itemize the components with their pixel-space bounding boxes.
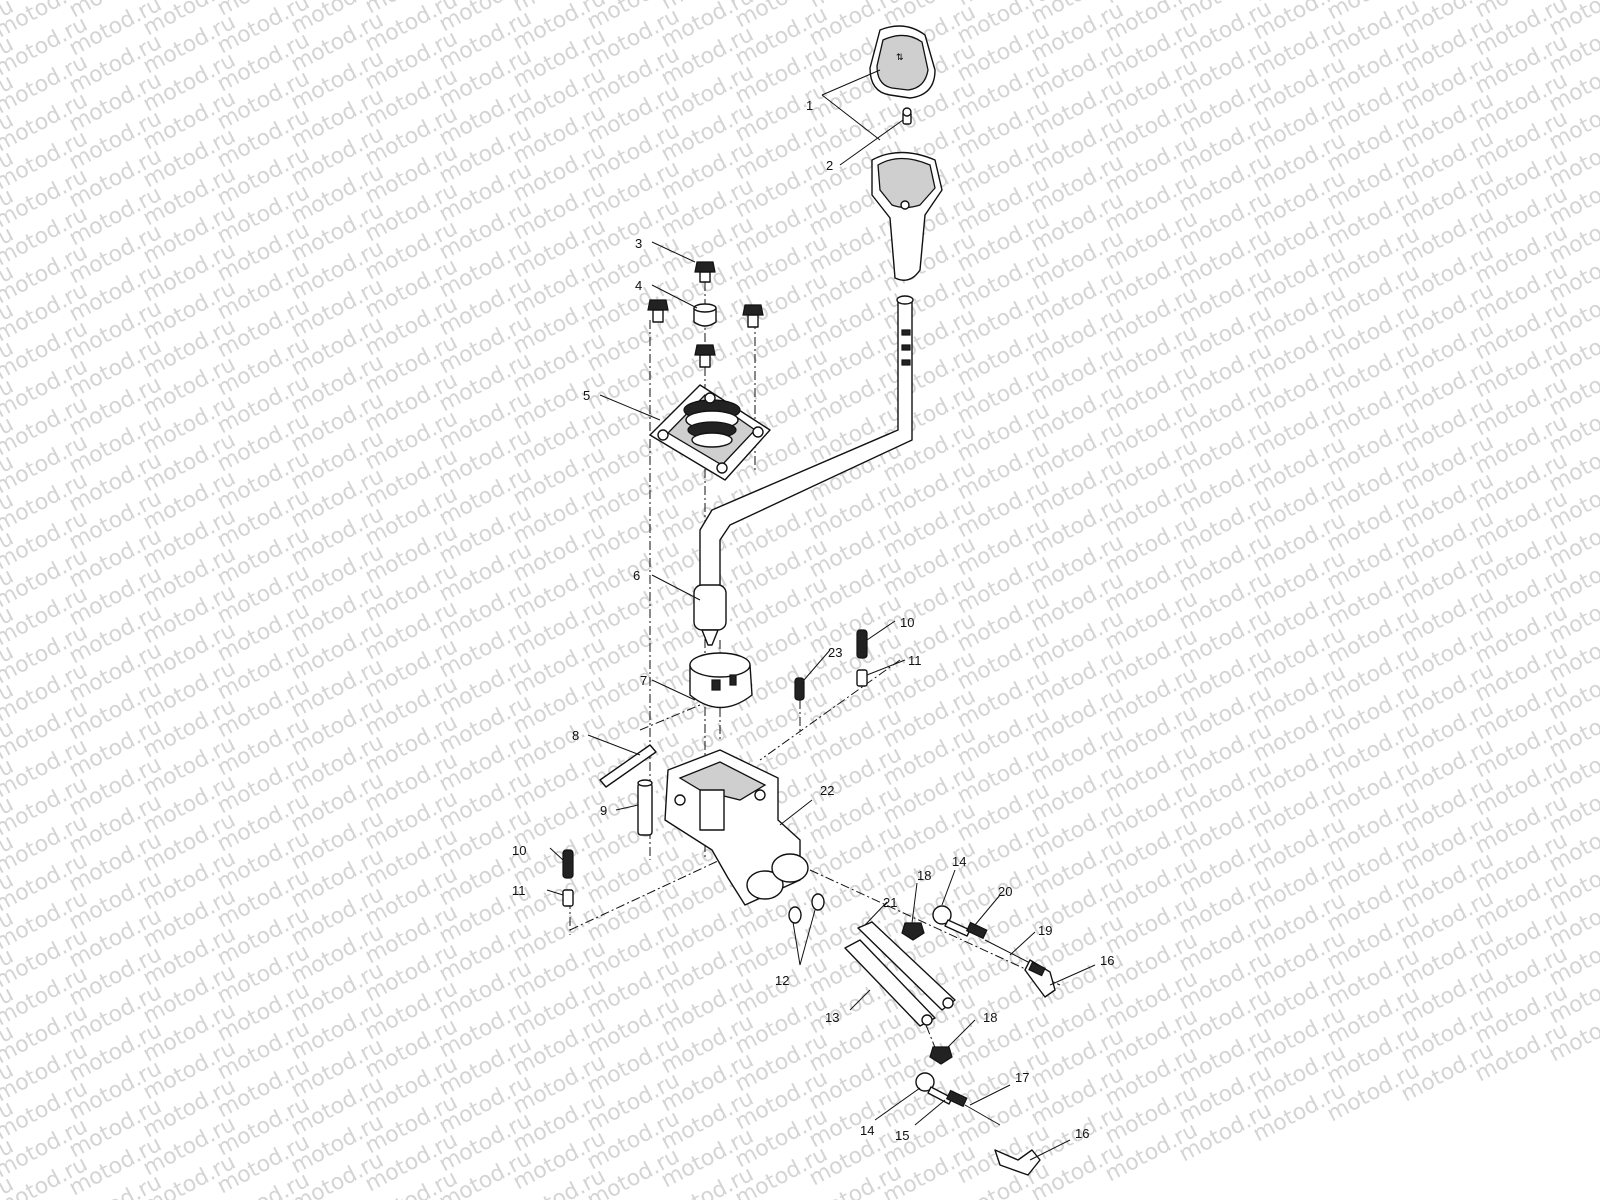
callout-8: 8: [572, 728, 579, 743]
callout-6: 6: [633, 568, 640, 583]
shifter-housing: [664, 749, 809, 906]
callout-1: 1: [806, 98, 813, 113]
nut-18-top: [901, 922, 925, 941]
callout-15: 15: [895, 1128, 909, 1143]
callout-5: 5: [583, 388, 590, 403]
callout-14-bottom: 14: [860, 1123, 874, 1138]
pivot-shaft: [599, 744, 657, 788]
right-bolt: [742, 304, 764, 328]
callout-20: 20: [998, 884, 1012, 899]
callout-3: 3: [635, 236, 642, 251]
callout-19: 19: [1038, 923, 1052, 938]
center-bolt: [694, 344, 716, 368]
callout-12: 12: [775, 973, 789, 988]
knob-screw: [902, 107, 912, 125]
callout-10-top: 10: [900, 615, 914, 630]
spring-bottom: [562, 849, 574, 879]
callout-11-bottom: 11: [512, 883, 526, 898]
top-bolt: [694, 261, 716, 283]
callout-7: 7: [640, 673, 647, 688]
callout-16-top: 16: [1100, 953, 1114, 968]
nut-18-bottom: [929, 1046, 953, 1065]
callout-10-bottom: 10: [512, 843, 526, 858]
callout-9: 9: [600, 803, 607, 818]
callout-14-top: 14: [952, 854, 966, 869]
shift-knob-base: [871, 151, 943, 281]
linkage-arm-13: [844, 939, 936, 1027]
callout-21: 21: [883, 895, 897, 910]
plunger-top: [856, 669, 868, 687]
tie-rod-lower: [915, 1072, 1041, 1176]
svg-text:⇅: ⇅: [896, 53, 904, 63]
plunger-bottom: [562, 889, 574, 907]
dowel-pin: [637, 779, 653, 836]
callout-11-top: 11: [908, 653, 922, 668]
shift-cup: [689, 652, 753, 709]
washers: [788, 893, 825, 924]
callout-2: 2: [826, 158, 833, 173]
callout-4: 4: [635, 278, 642, 293]
shift-lever: [693, 295, 914, 646]
left-bolt: [647, 299, 669, 323]
callout-23: 23: [828, 645, 842, 660]
callout-17: 17: [1015, 1070, 1029, 1085]
spring-top: [856, 629, 868, 659]
tie-rod-upper: [932, 905, 1056, 998]
small-spring-23: [794, 677, 805, 701]
bushing: [693, 303, 717, 327]
callout-22: 22: [820, 783, 834, 798]
callout-13: 13: [825, 1010, 839, 1025]
callouts: 1 2 3 4 5 6 7 8 9 10 11 23 22 10 11 12 2…: [512, 98, 1114, 1143]
callout-16-bottom: 16: [1075, 1126, 1089, 1141]
shift-knob-top: ⇅: [869, 25, 936, 99]
callout-18-top: 18: [917, 868, 931, 883]
leader-lines: [546, 69, 1096, 1161]
linkage-arm-21: [857, 921, 956, 1011]
shift-boot-plate: [649, 384, 771, 481]
callout-18-bottom: 18: [983, 1010, 997, 1025]
